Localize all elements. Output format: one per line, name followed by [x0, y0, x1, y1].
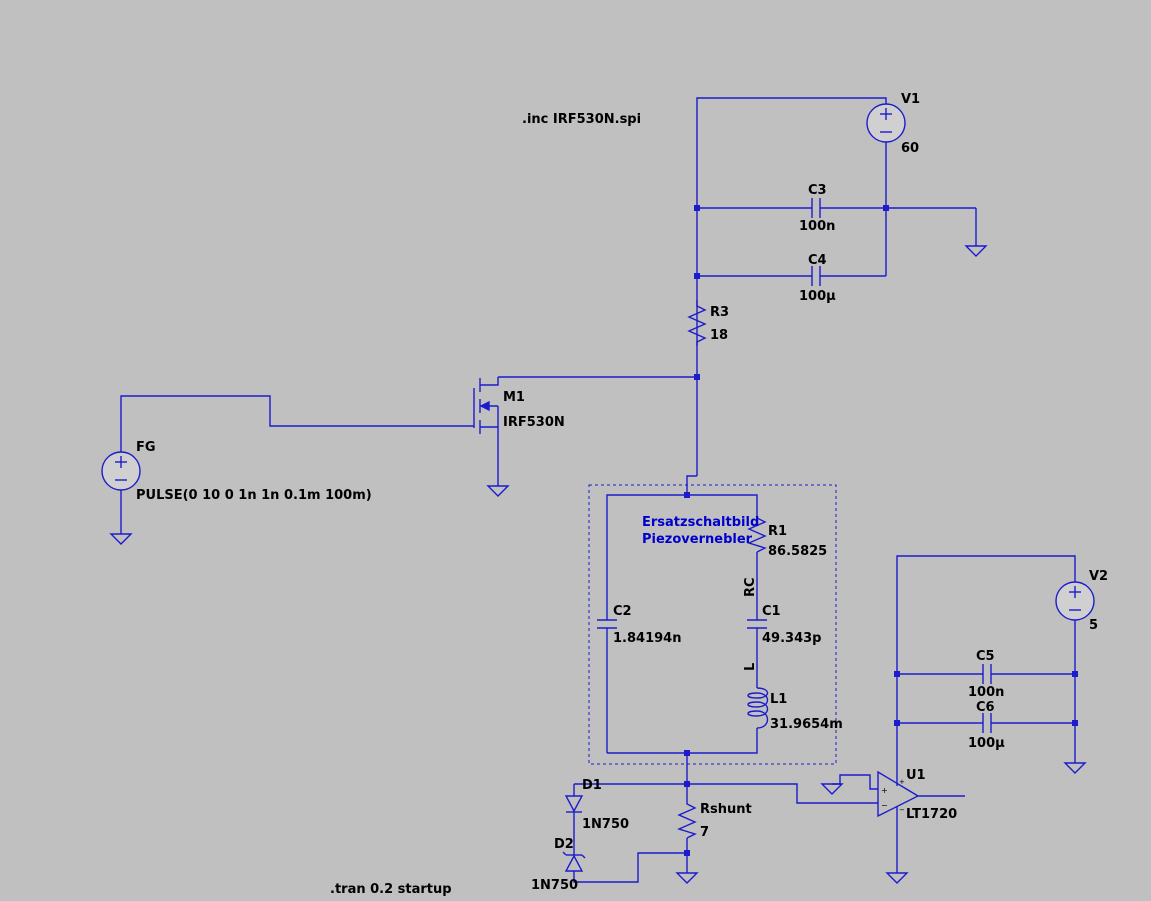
inductor-l1[interactable]	[747, 687, 769, 729]
r1-value: 86.5825	[768, 544, 827, 559]
l1-value: 31.9654m	[770, 717, 843, 732]
m1-value: IRF530N	[503, 415, 565, 430]
svg-text:+: +	[899, 778, 905, 786]
capacitor-c5[interactable]	[982, 664, 992, 684]
resistor-rshunt[interactable]	[677, 798, 697, 839]
junctions	[684, 205, 1078, 856]
tran-directive[interactable]: .tran 0.2 startup	[330, 882, 452, 897]
comment-line-1[interactable]: Ersatzschaltbild	[642, 515, 759, 530]
ground-icon	[675, 872, 699, 884]
rshunt-ref: Rshunt	[700, 802, 752, 817]
ground-icon	[109, 533, 133, 545]
l1-ref: L1	[770, 692, 787, 707]
c2-value: 1.84194n	[613, 631, 681, 646]
c6-value: 100µ	[968, 736, 1005, 751]
mosfet-m1[interactable]	[473, 377, 499, 486]
c2-ref: C2	[613, 604, 632, 619]
fg-value: PULSE(0 10 0 1n 1n 0.1m 100m)	[136, 488, 372, 503]
comment-line-2[interactable]: Piezovernebler	[642, 532, 753, 547]
voltage-source-icon	[866, 103, 906, 143]
comparator-u1[interactable]: + − + −	[877, 770, 920, 818]
c4-ref: C4	[808, 253, 827, 268]
u1-ref: U1	[906, 768, 926, 783]
diode-d1[interactable]	[564, 795, 584, 813]
r3-ref: R3	[710, 305, 729, 320]
include-directive[interactable]: .inc IRF530N.spi	[522, 112, 641, 127]
c5-ref: C5	[976, 649, 995, 664]
ground-icon	[486, 485, 510, 497]
c5-value: 100n	[968, 685, 1004, 700]
c3-value: 100n	[799, 219, 835, 234]
d2-value: 1N750	[531, 878, 578, 893]
resistor-r1[interactable]	[747, 512, 767, 553]
c6-ref: C6	[976, 700, 995, 715]
v1-value: 60	[901, 141, 919, 156]
net-label-rc: RC	[743, 577, 758, 597]
ground-symbols	[109, 245, 1087, 884]
diode-d2[interactable]	[562, 851, 586, 872]
r1-ref: R1	[768, 524, 787, 539]
ground-icon	[1063, 762, 1087, 774]
resistor-r3[interactable]	[687, 300, 707, 346]
net-label-l: L	[743, 663, 758, 671]
voltage-source-icon	[1055, 581, 1095, 621]
signal-generator-fg[interactable]	[101, 451, 141, 491]
svg-text:−: −	[881, 801, 888, 810]
svg-text:−: −	[899, 806, 905, 814]
d1-value: 1N750	[582, 817, 629, 832]
v1-ref: V1	[901, 92, 920, 107]
ground-icon	[885, 872, 909, 884]
capacitor-c2[interactable]	[597, 619, 617, 629]
v2-ref: V2	[1089, 569, 1108, 584]
ground-icon	[964, 245, 988, 257]
c3-ref: C3	[808, 183, 827, 198]
capacitor-c1[interactable]	[747, 619, 767, 629]
voltage-source-v1[interactable]	[866, 103, 906, 143]
rshunt-value: 7	[700, 825, 709, 840]
c4-value: 100µ	[799, 289, 836, 304]
fg-ref: FG	[136, 440, 156, 455]
voltage-source-icon	[101, 451, 141, 491]
u1-value: LT1720	[906, 807, 957, 822]
voltage-source-v2[interactable]	[1055, 581, 1095, 621]
ground-icon	[820, 783, 844, 795]
m1-ref: M1	[503, 390, 525, 405]
svg-text:+: +	[881, 786, 888, 795]
capacitor-c3[interactable]	[811, 198, 821, 218]
c1-value: 49.343p	[762, 631, 821, 646]
c1-ref: C1	[762, 604, 781, 619]
wires	[120, 97, 1076, 883]
r3-value: 18	[710, 328, 728, 343]
d2-ref: D2	[554, 837, 574, 852]
piezo-equivalent-box	[588, 484, 837, 765]
comparator-icon	[877, 770, 920, 818]
d1-ref: D1	[582, 778, 602, 793]
capacitor-c6[interactable]	[982, 713, 992, 733]
capacitor-c4[interactable]	[811, 266, 821, 286]
v2-value: 5	[1089, 618, 1098, 633]
